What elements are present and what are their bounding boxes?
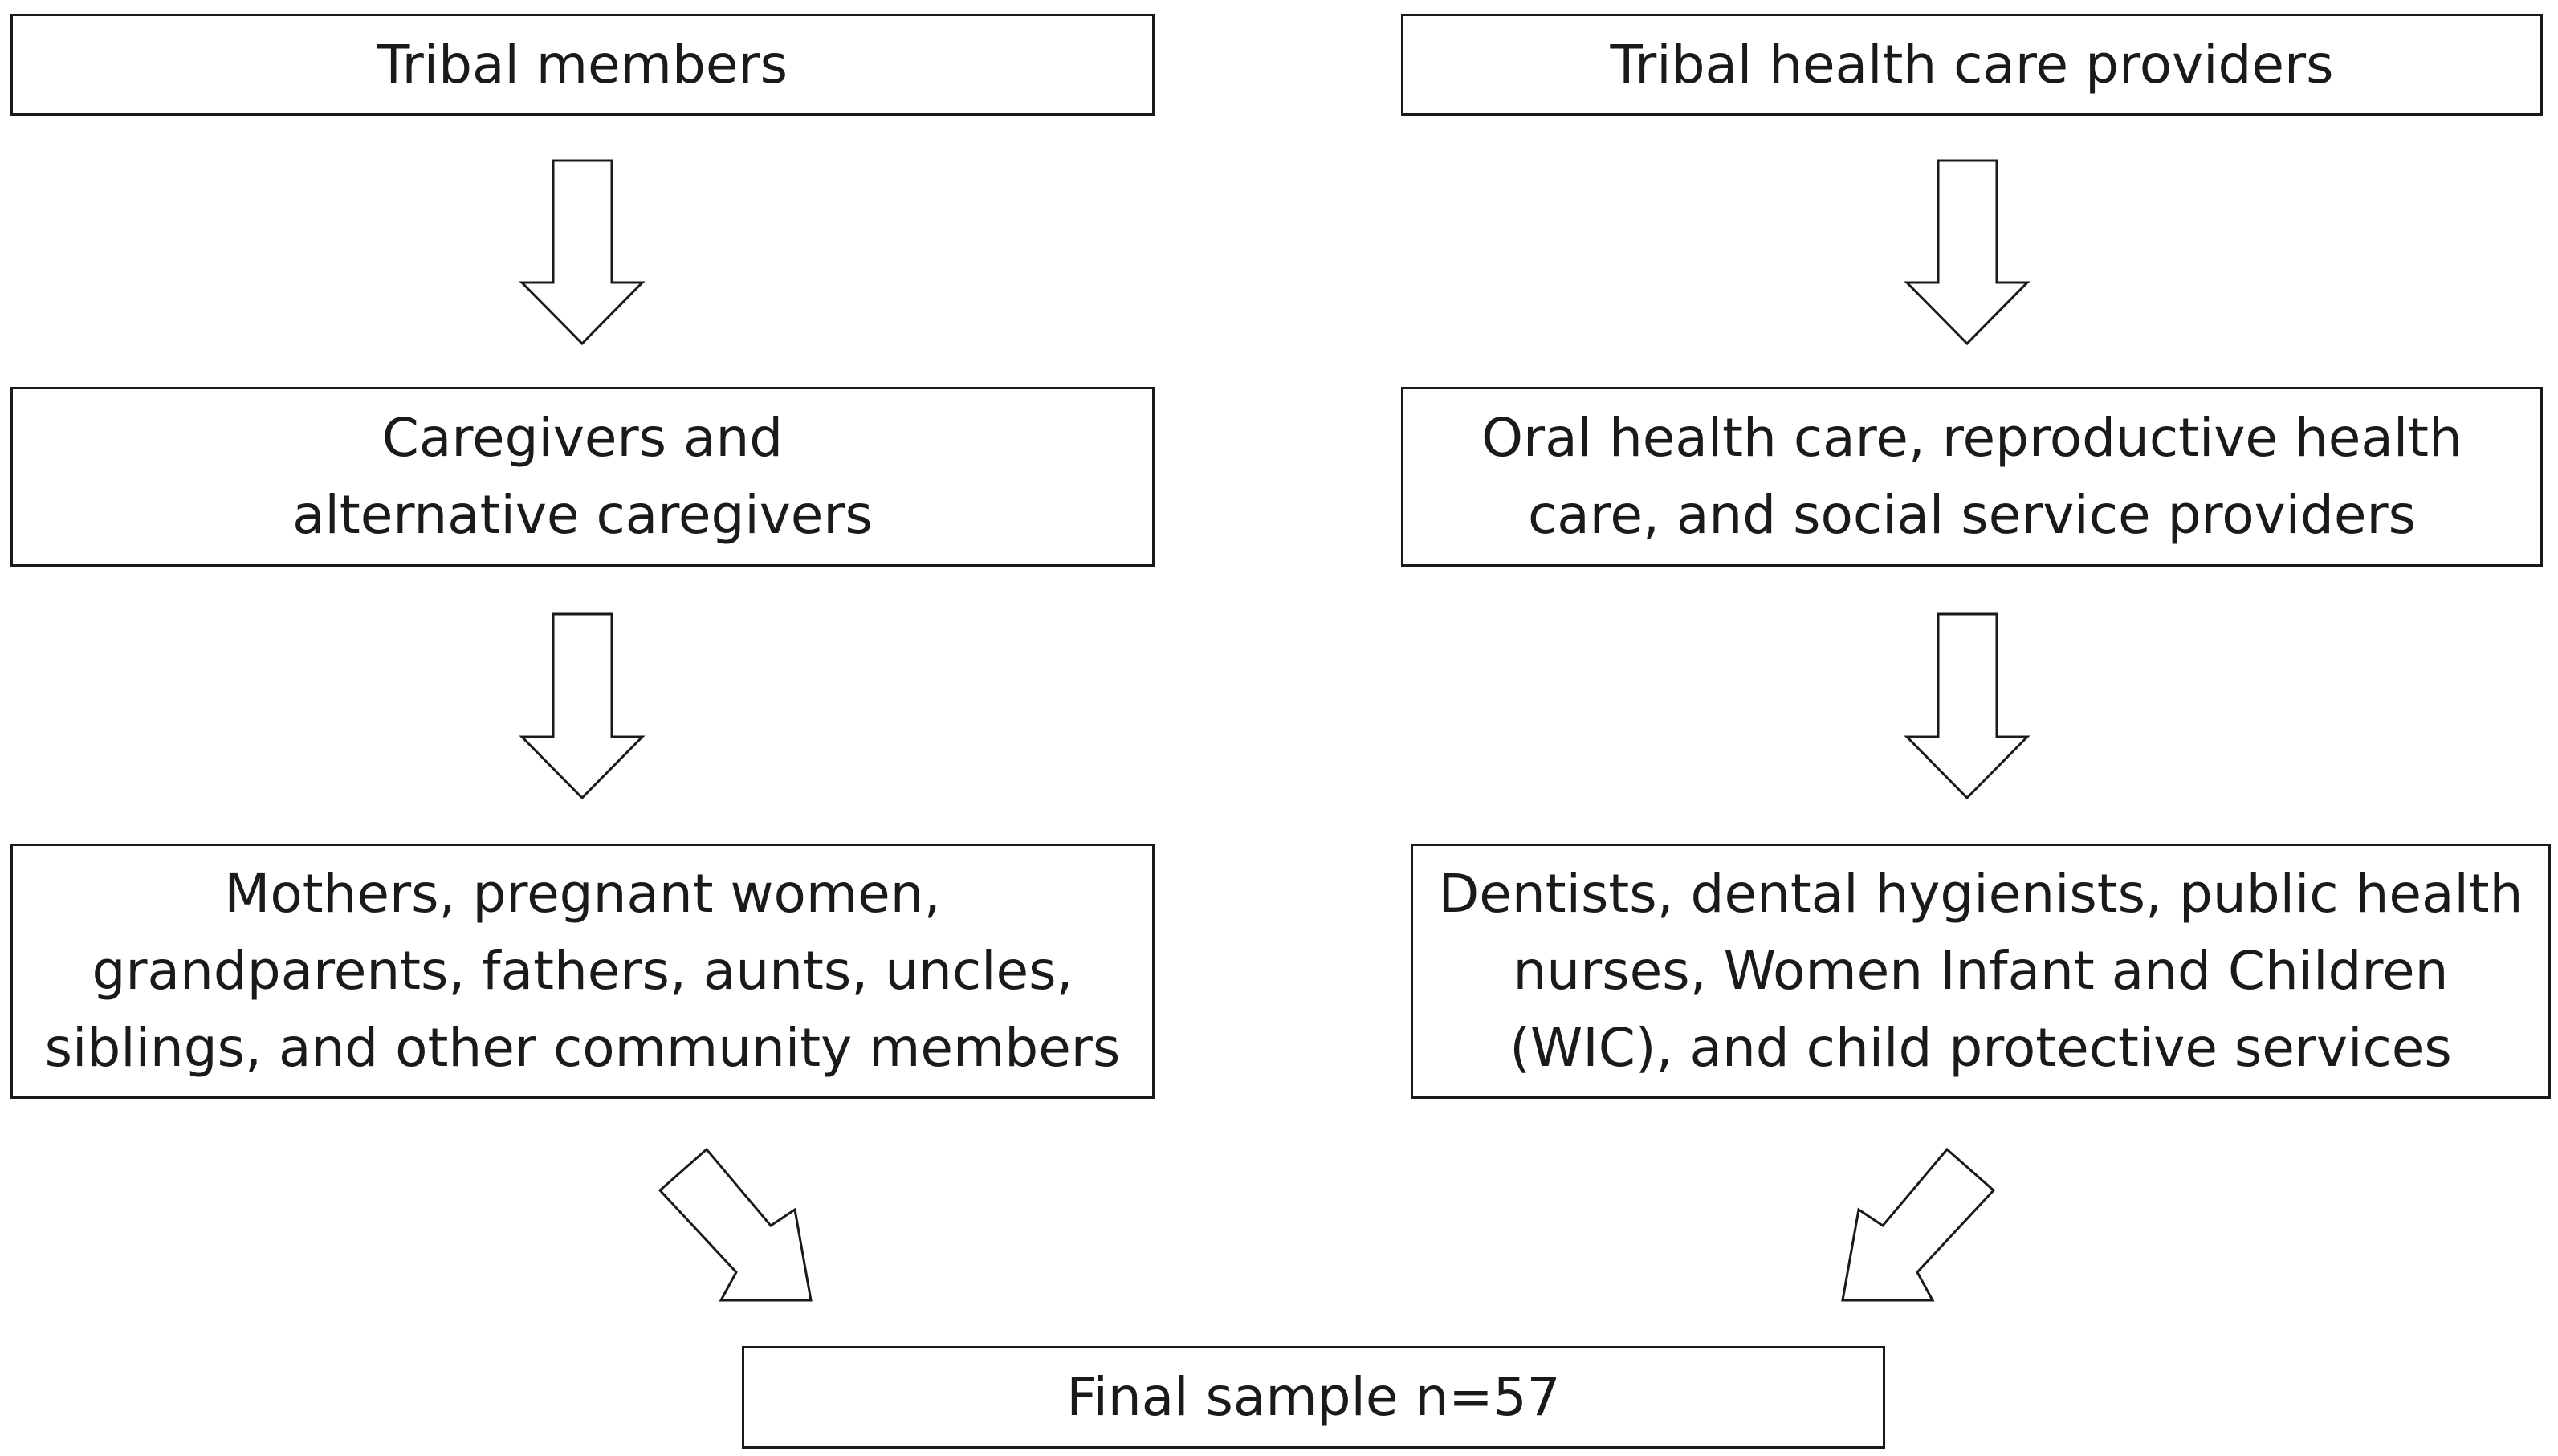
right-arrow-2-icon (1904, 612, 2031, 800)
caregivers-line-1: Caregivers and (381, 407, 784, 469)
tribal-members-box: Tribal members (10, 14, 1155, 116)
tribal-members-label: Tribal members (377, 33, 788, 96)
community-members-line-3: siblings, and other community members (44, 1017, 1121, 1079)
tribal-health-care-providers-box: Tribal health care providers (1401, 14, 2543, 116)
service-providers-line-1: Oral health care, reproductive health (1481, 407, 2462, 469)
community-members-box: Mothers, pregnant women, grandparents, f… (10, 844, 1155, 1099)
caregivers-line-2: alternative caregivers (292, 484, 873, 546)
tribal-health-care-providers-label: Tribal health care providers (1610, 33, 2334, 96)
left-arrow-1-icon (519, 159, 646, 346)
specific-providers-line-1: Dentists, dental hygienists, public heal… (1438, 863, 2523, 925)
community-members-line-2: grandparents, fathers, aunts, uncles, (92, 940, 1073, 1002)
service-providers-line-2: care, and social service providers (1527, 484, 2417, 546)
final-sample-label: Final sample n=57 (1066, 1366, 1561, 1428)
specific-providers-line-3: (WIC), and child protective services (1509, 1017, 2452, 1079)
right-diagonal-arrow-icon (1841, 1147, 1996, 1302)
community-members-line-1: Mothers, pregnant women, (224, 863, 941, 925)
service-providers-box: Oral health care, reproductive health ca… (1401, 387, 2543, 567)
specific-providers-line-2: nurses, Women Infant and Children (1513, 940, 2449, 1002)
left-diagonal-arrow-icon (658, 1147, 813, 1302)
left-arrow-2-icon (519, 612, 646, 800)
caregivers-box: Caregivers and alternative caregivers (10, 387, 1155, 567)
right-arrow-1-icon (1904, 159, 2031, 346)
final-sample-box: Final sample n=57 (742, 1346, 1885, 1449)
specific-providers-box: Dentists, dental hygienists, public heal… (1411, 844, 2551, 1099)
